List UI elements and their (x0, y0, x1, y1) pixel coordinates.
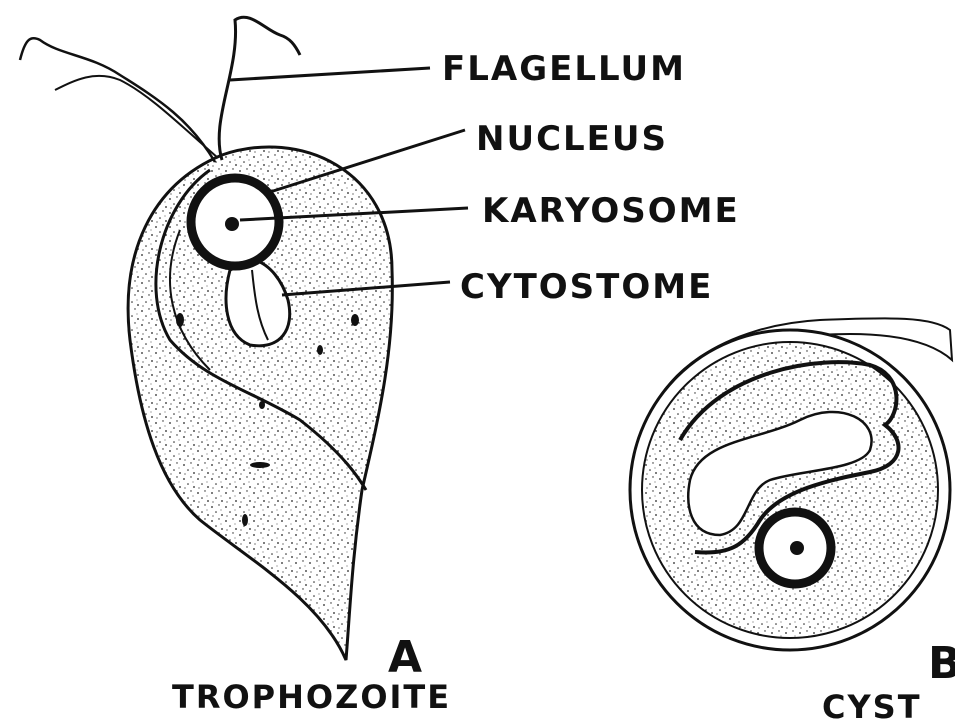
flagellum-leader (230, 68, 430, 80)
panel-b-letter: B (928, 638, 955, 689)
flagellum-1 (219, 17, 300, 160)
inclusion (250, 462, 270, 468)
inclusion (242, 514, 248, 526)
label-nucleus: NUCLEUS (476, 119, 668, 159)
flagellum-2 (20, 38, 215, 162)
label-cytostome: CYTOSTOME (460, 267, 713, 307)
panel-b-title: CYST (822, 688, 922, 726)
inclusion (317, 345, 323, 355)
panel-a-letter: A (388, 632, 422, 683)
label-karyosome: KARYOSOME (482, 191, 740, 231)
karyosome (225, 217, 239, 231)
cyst-karyosome (790, 541, 804, 555)
flagellum-3 (55, 76, 218, 158)
label-flagellum: FLAGELLUM (442, 49, 686, 89)
inclusion (176, 313, 184, 327)
panel-a-title: TROPHOZOITE (172, 678, 451, 716)
trophozoite-figure (20, 17, 392, 660)
inclusion (259, 401, 265, 409)
cyst-figure (630, 318, 952, 650)
inclusion (351, 314, 359, 326)
